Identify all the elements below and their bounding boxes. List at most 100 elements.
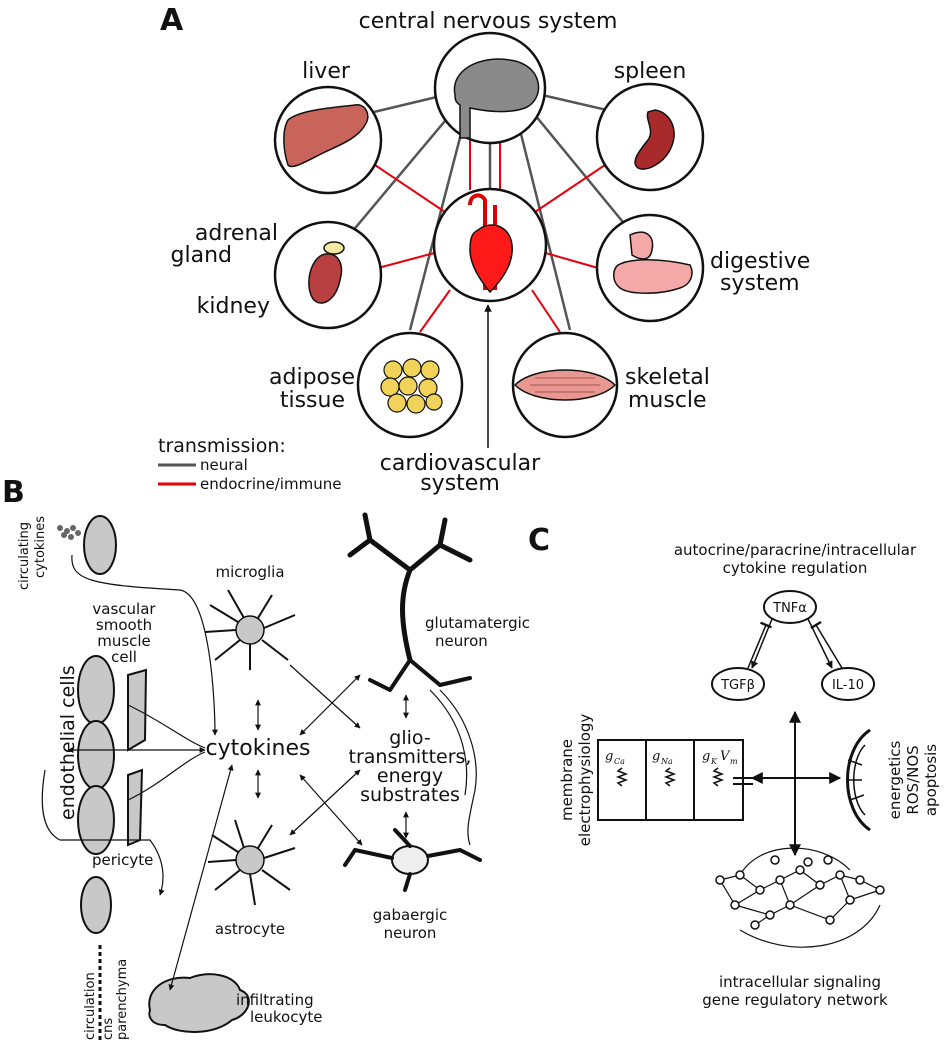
vsm-label-2: smooth bbox=[96, 616, 152, 634]
cardio-label-2: system bbox=[420, 471, 500, 496]
panel-c-letter: C bbox=[528, 523, 550, 558]
network-label-1: intracellular signaling bbox=[719, 973, 881, 991]
infl-label-2: leukocyte bbox=[250, 1008, 322, 1026]
kidney-icon bbox=[308, 253, 343, 304]
panel-b-arrows bbox=[41, 554, 477, 991]
membrane-circuit bbox=[597, 739, 753, 821]
glutamatergic-neuron bbox=[347, 512, 473, 692]
membrane-label-1: membrane bbox=[558, 739, 576, 821]
astrocyte-label: astrocyte bbox=[215, 920, 285, 938]
cytokines-label: cytokines bbox=[206, 736, 311, 761]
gaba-label-2: neuron bbox=[384, 924, 437, 942]
astrocyte-cell bbox=[207, 819, 296, 906]
v-m: V bbox=[720, 749, 731, 764]
glio-label-3: energy bbox=[377, 765, 443, 787]
liver-node bbox=[273, 85, 383, 195]
glio-label-4: substrates bbox=[360, 784, 460, 806]
circulation-label: circulation bbox=[83, 972, 98, 1040]
glut-label-1: glutamatergic bbox=[425, 614, 530, 632]
legend-endocrine: endocrine/immune bbox=[200, 475, 341, 493]
endothelial-cells bbox=[77, 655, 115, 855]
spleen-node bbox=[595, 82, 705, 192]
adrenal-label-1: adrenal bbox=[195, 221, 278, 246]
glio-label-2: transmitters, bbox=[349, 746, 472, 768]
gabaergic-neuron bbox=[343, 828, 482, 892]
panel-a: A central nervous system bbox=[158, 3, 810, 496]
tnf-label: TNFα bbox=[772, 601, 807, 616]
adipose-icon bbox=[380, 358, 443, 414]
brain-icon bbox=[453, 58, 540, 139]
adipose-label-2: tissue bbox=[280, 388, 345, 413]
tgf-node bbox=[711, 667, 765, 701]
g-na-sub: Na bbox=[660, 757, 673, 766]
intestine-icon bbox=[613, 259, 693, 294]
mitochondria-icon bbox=[846, 728, 871, 832]
muscle-node bbox=[511, 331, 619, 439]
v-m-sub: m bbox=[730, 757, 738, 766]
panel-a-letter: A bbox=[160, 3, 184, 38]
panel-c: C autocrine/paracrine/intracellular cyto… bbox=[528, 523, 940, 1009]
endothelial-label: endothelial cells bbox=[57, 665, 79, 820]
microglia-label: microglia bbox=[215, 563, 284, 581]
cns-node bbox=[433, 31, 547, 145]
g-k: g bbox=[702, 749, 710, 764]
g-ca: g bbox=[605, 749, 613, 764]
reg-label-2: cytokine regulation bbox=[723, 559, 868, 577]
glut-label-2: neuron bbox=[435, 632, 488, 650]
pericyte-label: pericyte bbox=[92, 851, 153, 869]
cns-label: central nervous system bbox=[359, 9, 618, 34]
liver-icon bbox=[283, 104, 369, 168]
signaling-network bbox=[719, 847, 881, 948]
g-k-sub: K bbox=[710, 757, 718, 766]
tgf-label: TGFβ bbox=[720, 678, 755, 693]
vsm-label-1: vascular bbox=[92, 600, 156, 618]
parenchyma-label: parenchyma bbox=[115, 959, 130, 1040]
adipose-node bbox=[356, 331, 464, 439]
energetics-label-1: energetics bbox=[886, 740, 904, 819]
network-nodes bbox=[715, 855, 885, 930]
kidney-node bbox=[273, 220, 383, 330]
circ-cyt-label-1: circulating bbox=[17, 522, 32, 590]
tnf-node bbox=[763, 590, 817, 624]
infl-label-1: infiltrating bbox=[236, 991, 314, 1009]
cardiovascular-node bbox=[432, 187, 548, 303]
energetics-label-2: ROS/NOS bbox=[904, 745, 922, 814]
adrenal-label-2: gland bbox=[171, 243, 232, 268]
pericyte-cell bbox=[127, 768, 144, 847]
legend-title: transmission: bbox=[158, 435, 286, 457]
kidney-label: kidney bbox=[197, 294, 270, 319]
cytokine-dots bbox=[57, 525, 81, 540]
il10-label: IL-10 bbox=[832, 678, 864, 693]
il10-node bbox=[821, 667, 875, 701]
gaba-label-1: gabaergic bbox=[373, 906, 448, 924]
cns-label-b: cns bbox=[101, 1018, 116, 1040]
legend: transmission: neural endocrine/immune bbox=[158, 435, 341, 493]
blood-cell-bottom bbox=[80, 876, 112, 934]
vsm-label-4: cell bbox=[111, 648, 137, 666]
network-label-2: gene regulatory network bbox=[702, 991, 888, 1009]
glio-label-1: glio- bbox=[389, 727, 430, 749]
vsm-label-3: muscle bbox=[97, 632, 151, 650]
spleen-label: spleen bbox=[614, 59, 687, 84]
g-na: g bbox=[652, 749, 660, 764]
liver-label: liver bbox=[302, 59, 351, 84]
panel-b: B circulating cytokines vascular smooth … bbox=[2, 475, 530, 1040]
membrane-label-2: electrophysiology bbox=[576, 714, 594, 847]
regulation-arrows bbox=[747, 618, 843, 669]
leukocyte-cell bbox=[148, 973, 250, 1033]
legend-neural: neural bbox=[200, 456, 248, 474]
blood-cell-top bbox=[83, 515, 117, 575]
circ-cyt-label-2: cytokines bbox=[33, 516, 48, 578]
heart-icon bbox=[469, 224, 513, 294]
cardio-label-1: cardiovascular bbox=[380, 451, 541, 476]
adrenal-icon bbox=[323, 241, 345, 255]
g-ca-sub: Ca bbox=[614, 757, 625, 766]
adipose-label-1: adipose bbox=[269, 365, 355, 390]
digestive-node bbox=[595, 213, 705, 323]
stomach-icon bbox=[629, 231, 654, 260]
microglia-cell bbox=[204, 589, 296, 670]
skeletal-label-2: muscle bbox=[628, 388, 707, 413]
digestive-label-1: digestive bbox=[710, 249, 810, 274]
skeletal-label-1: skeletal bbox=[625, 365, 710, 390]
